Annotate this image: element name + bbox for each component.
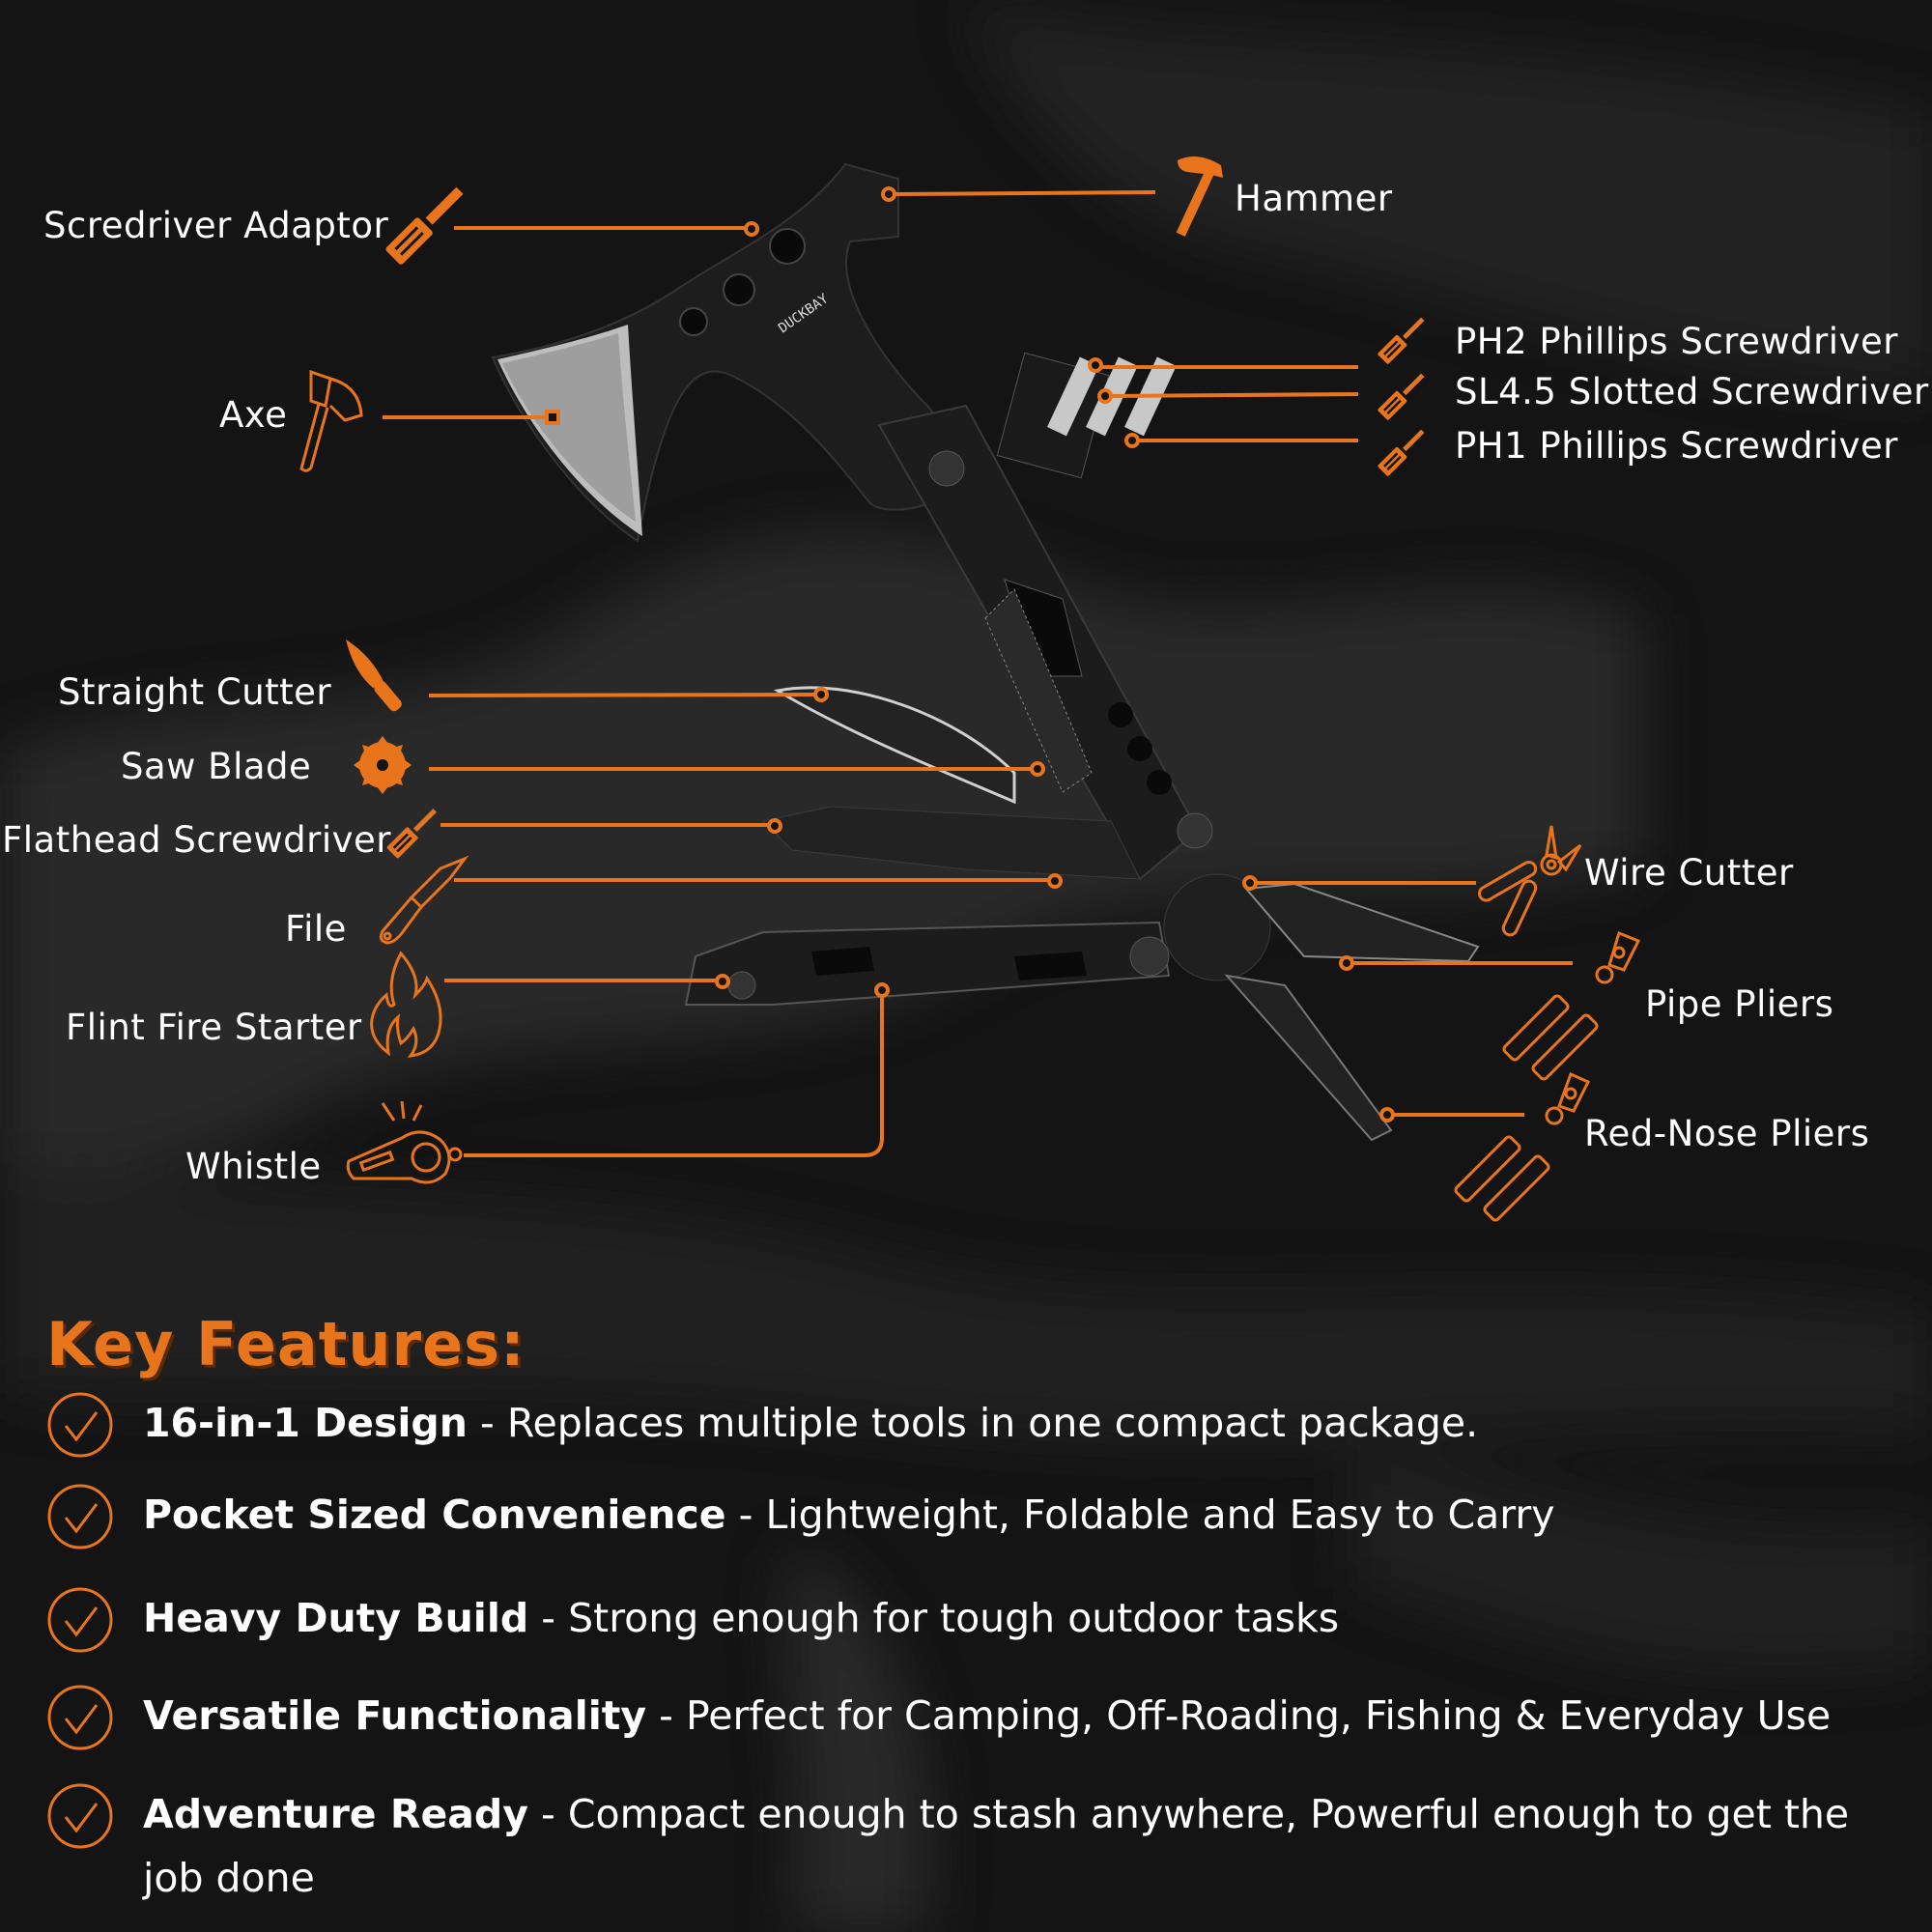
axe-icon <box>299 369 363 472</box>
callout-label-wire-cutter: Wire Cutter <box>1584 852 1794 894</box>
screwdriver-icon <box>1378 373 1425 420</box>
saw-blade-icon <box>354 736 412 794</box>
feature-item: Heavy Duty Build - Strong enough for tou… <box>46 1586 1920 1654</box>
callout-label-ph2: PH2 Phillips Screwdriver <box>1455 321 1898 362</box>
screwdriver-icon <box>1378 317 1425 364</box>
feature-title: Adventure Ready <box>143 1791 529 1837</box>
feature-item: Adventure Ready - Compact enough to stas… <box>46 1782 1862 1910</box>
feature-title: Pocket Sized Convenience <box>143 1492 726 1538</box>
feature-item: Pocket Sized Convenience - Lightweight, … <box>46 1483 1920 1550</box>
callout-label-flint: Flint Fire Starter <box>66 1007 362 1048</box>
callout-label-sl45: SL4.5 Slotted Screwdriver <box>1455 371 1929 412</box>
flathead-screwdriver-icon <box>386 809 437 859</box>
screwdriver-icon <box>385 186 464 265</box>
knife-icon <box>346 639 402 712</box>
callout-label-red-nose-pliers: Red-Nose Pliers <box>1584 1113 1870 1154</box>
check-circle-icon <box>47 1783 113 1849</box>
callout-label-file: File <box>285 908 347 950</box>
screwdriver-icon <box>1378 429 1425 476</box>
check-circle-icon <box>47 1685 113 1750</box>
file-icon <box>379 855 469 945</box>
flame-icon <box>370 951 442 1058</box>
feature-desc: - Perfect for Camping, Off-Roading, Fish… <box>646 1692 1832 1739</box>
callout-label-whistle: Whistle <box>185 1146 322 1187</box>
key-features-title: Key Features: <box>46 1309 526 1379</box>
callout-label-saw-blade: Saw Blade <box>121 746 312 787</box>
check-circle-icon <box>47 1484 113 1549</box>
feature-desc: - Compact enough to stash anywhere, Powe… <box>143 1791 1850 1901</box>
callout-label-ph1: PH1 Phillips Screwdriver <box>1455 425 1898 467</box>
check-circle-icon <box>47 1392 113 1458</box>
feature-desc: - Lightweight, Foldable and Easy to Carr… <box>725 1492 1555 1538</box>
callout-label-hammer: Hammer <box>1235 178 1393 219</box>
red-nose-pliers-icon <box>1454 1071 1591 1222</box>
feature-title: Versatile Functionality <box>143 1692 647 1739</box>
feature-item: 16-in-1 Design - Replaces multiple tools… <box>46 1391 1920 1459</box>
feature-item: Versatile Functionality - Perfect for Ca… <box>46 1684 1920 1751</box>
wire-cutter-icon <box>1477 825 1582 937</box>
whistle-icon <box>346 1100 463 1184</box>
check-circle-icon <box>47 1587 113 1653</box>
feature-desc: - Replaces multiple tools in one compact… <box>467 1400 1479 1446</box>
feature-title: 16-in-1 Design <box>143 1400 468 1446</box>
callout-label-pipe-pliers: Pipe Pliers <box>1645 983 1834 1025</box>
feature-desc: - Strong enough for tough outdoor tasks <box>528 1595 1340 1641</box>
callout-label-axe: Axe <box>219 394 288 436</box>
callout-label-flathead: Flathead Screwdriver <box>2 819 391 861</box>
callout-label-screwdriver-adaptor: Scredriver Adaptor <box>43 205 389 246</box>
hammer-icon <box>1176 156 1223 237</box>
feature-title: Heavy Duty Build <box>143 1595 529 1641</box>
callout-label-straight-cutter: Straight Cutter <box>58 671 332 713</box>
pipe-pliers-icon <box>1502 930 1641 1081</box>
